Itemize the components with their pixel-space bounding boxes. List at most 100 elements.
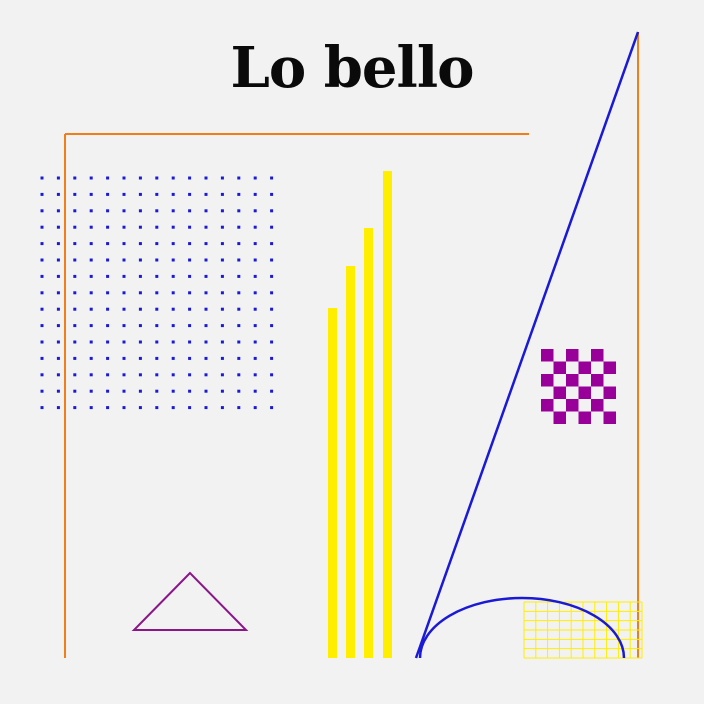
blue-dot	[220, 406, 224, 410]
blue-dot	[237, 225, 241, 229]
blue-dot	[138, 225, 142, 229]
blue-dot	[237, 274, 241, 278]
blue-dot	[171, 274, 175, 278]
blue-dot	[220, 389, 224, 393]
blue-dot	[73, 192, 77, 196]
blue-dot	[155, 225, 159, 229]
blue-dot	[56, 406, 60, 410]
yellow-bar	[328, 308, 337, 658]
blue-dot	[106, 225, 110, 229]
blue-dot	[106, 258, 110, 262]
yellow-grid-patch	[523, 601, 643, 659]
blue-dot	[171, 176, 175, 180]
blue-dot	[270, 242, 274, 246]
blue-dot	[73, 324, 77, 328]
blue-dot	[122, 291, 126, 295]
blue-dot	[73, 209, 77, 213]
blue-dot	[138, 242, 142, 246]
blue-dot	[204, 225, 208, 229]
blue-dot	[89, 373, 93, 377]
blue-dot	[73, 176, 77, 180]
blue-dot	[106, 192, 110, 196]
blue-dot	[171, 307, 175, 311]
blue-dot	[138, 307, 142, 311]
blue-dot	[253, 242, 257, 246]
blue-dot	[188, 340, 192, 344]
checker-square	[591, 399, 604, 412]
blue-dot	[253, 274, 257, 278]
yellow-bar	[364, 228, 373, 658]
blue-dot	[171, 324, 175, 328]
blue-dot	[270, 258, 274, 262]
blue-dot	[237, 356, 241, 360]
blue-dot	[270, 406, 274, 410]
blue-dot	[188, 274, 192, 278]
blue-dot	[73, 373, 77, 377]
blue-dot	[89, 324, 93, 328]
blue-dot	[73, 406, 77, 410]
blue-dot	[73, 340, 77, 344]
blue-dot	[237, 324, 241, 328]
blue-dot	[40, 356, 44, 360]
blue-dot	[40, 274, 44, 278]
blue-dot	[56, 176, 60, 180]
blue-dot	[138, 209, 142, 213]
checker-square	[591, 349, 604, 362]
poster-title: Lo bello	[230, 35, 475, 101]
blue-dot	[89, 274, 93, 278]
blue-dot	[270, 389, 274, 393]
blue-dot	[138, 356, 142, 360]
checker-square	[603, 386, 616, 399]
blue-dot	[40, 291, 44, 295]
blue-dot	[138, 274, 142, 278]
blue-dot	[270, 176, 274, 180]
checker-square	[541, 374, 554, 387]
blue-dot	[73, 389, 77, 393]
blue-dot	[106, 340, 110, 344]
blue-dot	[188, 307, 192, 311]
blue-dot	[253, 356, 257, 360]
blue-dot	[122, 209, 126, 213]
blue-dot	[89, 258, 93, 262]
blue-dot	[122, 307, 126, 311]
blue-dot	[138, 340, 142, 344]
blue-dot	[270, 307, 274, 311]
blue-dot	[89, 192, 93, 196]
blue-dot	[188, 192, 192, 196]
blue-dot	[237, 373, 241, 377]
blue-dot	[155, 324, 159, 328]
blue-dot	[171, 225, 175, 229]
blue-dot	[237, 192, 241, 196]
blue-dot	[204, 340, 208, 344]
checker-square	[541, 349, 554, 362]
blue-dot	[106, 356, 110, 360]
checker-square	[578, 386, 591, 399]
blue-dot	[204, 291, 208, 295]
blue-dot	[56, 242, 60, 246]
blue-dot	[171, 192, 175, 196]
blue-dot	[220, 258, 224, 262]
blue-dot	[73, 356, 77, 360]
blue-dot	[188, 324, 192, 328]
blue-dot	[237, 406, 241, 410]
blue-dot	[73, 258, 77, 262]
blue-dot	[122, 340, 126, 344]
blue-dot	[122, 406, 126, 410]
blue-dot	[89, 209, 93, 213]
checker-square	[578, 361, 591, 374]
blue-dot	[204, 176, 208, 180]
blue-dot	[253, 291, 257, 295]
blue-dot	[155, 209, 159, 213]
blue-dot	[56, 274, 60, 278]
blue-dot	[237, 389, 241, 393]
blue-dot	[73, 225, 77, 229]
blue-dot	[155, 389, 159, 393]
blue-dot	[237, 209, 241, 213]
checker-square	[578, 411, 591, 424]
blue-dot	[155, 176, 159, 180]
blue-dot	[237, 258, 241, 262]
blue-dot	[270, 225, 274, 229]
blue-dot	[171, 406, 175, 410]
blue-dot	[73, 291, 77, 295]
blue-dot	[220, 274, 224, 278]
